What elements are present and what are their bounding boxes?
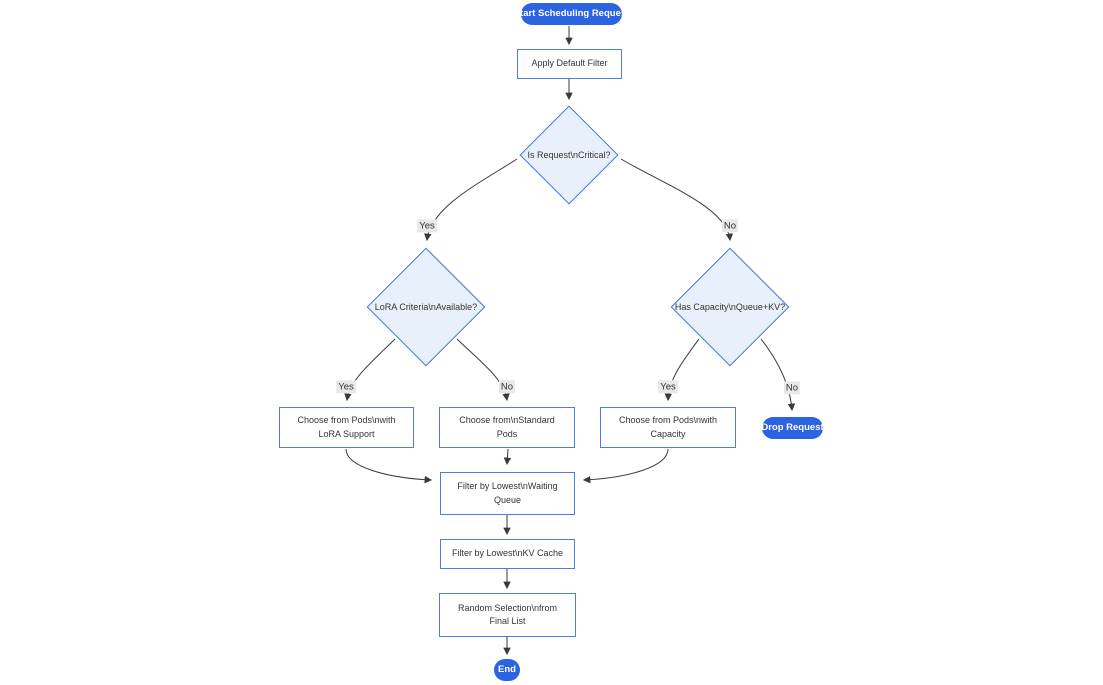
edge-label-lora-no: No [498, 380, 516, 394]
edge-capacitypods-to-waiting [582, 448, 669, 484]
node-random-selection: Random Selection\nfrom Final List [439, 593, 576, 637]
edge-critical-no [620, 158, 734, 242]
edge-label-capacity-yes: Yes [658, 380, 678, 394]
edge-label-lora-yes: Yes [336, 380, 356, 394]
decision-label: Has Capacity\nQueue+KV? [674, 302, 786, 312]
edge-critical-yes [424, 158, 518, 242]
node-end: End [494, 659, 520, 681]
decision-label: Is Request\nCritical? [527, 150, 611, 160]
node-choose-standard-pods: Choose from\nStandard Pods [439, 407, 575, 448]
node-filter-waiting-queue: Filter by Lowest\nWaiting Queue [440, 472, 575, 515]
edge-lora-yes [344, 338, 396, 402]
edge-lora-no [456, 338, 510, 402]
node-is-request-critical: Is Request\nCritical? [519, 105, 619, 205]
node-drop-request: Drop Request [761, 417, 824, 439]
edge-label-capacity-no: No [783, 381, 801, 395]
decision-label: LoRA Criteria\nAvailable? [374, 302, 478, 312]
node-lora-criteria-available: LoRA Criteria\nAvailable? [365, 247, 487, 367]
node-choose-lora-pods: Choose from Pods\nwith LoRA Support [279, 407, 414, 448]
edge-standard-to-waiting [503, 448, 512, 466]
node-has-capacity-queue-kv: Has Capacity\nQueue+KV? [669, 247, 791, 367]
node-filter-kv-cache: Filter by Lowest\nKV Cache [440, 539, 575, 569]
edge-capacity-no [760, 338, 796, 412]
edge-label-critical-no: No [721, 219, 739, 233]
node-apply-default-filter: Apply Default Filter [517, 49, 622, 79]
edge-lorapods-to-waiting [345, 448, 433, 484]
node-choose-capacity-pods: Choose from Pods\nwith Capacity [600, 407, 736, 448]
edge-label-critical-yes: Yes [417, 219, 437, 233]
node-start: Start Scheduling Request [514, 3, 629, 25]
edge-capacity-yes [664, 338, 700, 402]
